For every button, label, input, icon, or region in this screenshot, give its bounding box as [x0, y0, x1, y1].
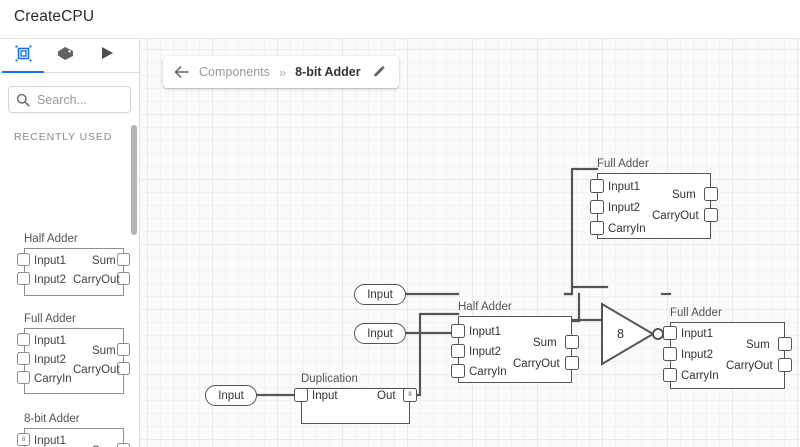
pin-label-carryin: CarryIn: [681, 370, 719, 382]
pin-carryout[interactable]: [704, 208, 718, 222]
title-bar: CreateCPU: [0, 0, 800, 38]
pin-sum[interactable]: 8: [117, 443, 130, 447]
not-gate-shape[interactable]: [599, 301, 671, 367]
play-icon: [101, 46, 114, 65]
breadcrumb-separator: »: [278, 64, 287, 80]
pin-label-input: Input: [312, 390, 338, 402]
pin-sum[interactable]: [117, 343, 130, 356]
pin-input1[interactable]: 8: [17, 433, 30, 446]
pin-label-input1: Input1: [34, 435, 66, 447]
pin-label-input2: Input2: [34, 354, 66, 366]
pin-input2[interactable]: [17, 352, 30, 365]
search-box[interactable]: [8, 86, 131, 113]
pin-sum[interactable]: [565, 335, 579, 349]
input-pin-2[interactable]: Input: [354, 323, 406, 344]
pin-label-out: Out: [377, 390, 396, 402]
component-body[interactable]: [301, 388, 410, 424]
sidebar: RECENTLY USED Half Adder Input1 Input2 S…: [0, 38, 140, 447]
pin-label-input1: Input1: [469, 326, 501, 338]
pin-input1[interactable]: [590, 179, 604, 193]
pin-input1[interactable]: [451, 324, 465, 338]
circuit-canvas[interactable]: Components » 8-bit Adder Full Adder Inpu…: [141, 38, 800, 447]
breadcrumb: Components » 8-bit Adder: [163, 56, 399, 88]
search-input[interactable]: [37, 87, 127, 112]
pin-carryin[interactable]: [663, 368, 677, 382]
pin-carryin[interactable]: [451, 364, 465, 378]
pin-sum[interactable]: [778, 337, 792, 351]
pin-label-carryout: CarryOut: [726, 360, 773, 372]
app-title: CreateCPU: [14, 8, 95, 25]
arrow-left-icon[interactable]: [174, 65, 190, 79]
tab-components[interactable]: [2, 39, 44, 72]
pin-input[interactable]: [294, 388, 308, 402]
component-title: Duplication: [301, 373, 358, 385]
component-body[interactable]: [670, 322, 785, 389]
sidebar-scrollbar-thumb[interactable]: [131, 125, 137, 235]
component-title: Full Adder: [597, 158, 649, 170]
pin-label-carryout: CarryOut: [652, 210, 699, 222]
pin-input2[interactable]: [590, 200, 604, 214]
tag-icon: [57, 45, 74, 67]
sidebar-item-body: [24, 248, 124, 296]
pin-input2[interactable]: [663, 347, 677, 361]
breadcrumb-current: 8-bit Adder: [295, 65, 361, 79]
pin-sum[interactable]: [704, 187, 718, 201]
chip-icon: [15, 45, 32, 67]
sidebar-tab-bar: [0, 39, 139, 73]
pin-carryin[interactable]: [590, 221, 604, 235]
pin-label-input2: Input2: [681, 349, 713, 361]
pin-carryin[interactable]: [17, 371, 30, 384]
pin-label-carryin: CarryIn: [34, 373, 72, 385]
input-pin-1[interactable]: Input: [354, 284, 406, 305]
pin-label-sum: Sum: [672, 189, 696, 201]
section-header-recently-used: RECENTLY USED: [14, 131, 113, 143]
pin-carryout[interactable]: [565, 356, 579, 370]
pin-label-sum: Sum: [746, 339, 770, 351]
pin-label-carryin: CarryIn: [608, 223, 646, 235]
sidebar-item-body: [24, 328, 124, 394]
pin-label-carryout: CarryOut: [513, 358, 560, 370]
pin-label-input2: Input2: [469, 346, 501, 358]
pin-label-sum: Sum: [92, 445, 116, 447]
pin-label-carryout: CarryOut: [73, 364, 120, 376]
pin-label-carryout: CarryOut: [73, 274, 120, 286]
pin-input1[interactable]: [17, 253, 30, 266]
pin-carryout[interactable]: [778, 358, 792, 372]
pin-label-sum: Sum: [92, 345, 116, 357]
sidebar-item-label: Full Adder: [24, 313, 76, 325]
pin-input2[interactable]: [17, 272, 30, 285]
pin-out[interactable]: 8: [403, 388, 417, 402]
pin-label-input2: Input2: [608, 202, 640, 214]
pin-input1[interactable]: [17, 333, 30, 346]
pin-label-sum: Sum: [533, 337, 557, 349]
breadcrumb-root-link[interactable]: Components: [199, 65, 270, 79]
tab-labels[interactable]: [44, 39, 86, 72]
pin-label-carryin: CarryIn: [469, 366, 507, 378]
pin-input1[interactable]: [663, 326, 677, 340]
not-gate-label: 8: [617, 327, 624, 341]
pin-label-input1: Input1: [34, 335, 66, 347]
sidebar-item-label: Half Adder: [24, 233, 78, 245]
search-icon: [16, 93, 30, 112]
pin-label-input1: Input1: [34, 255, 66, 267]
pin-label-input1: Input1: [608, 181, 640, 193]
pin-sum[interactable]: [117, 253, 130, 266]
component-body[interactable]: [458, 316, 572, 383]
sidebar-item-label: 8-bit Adder: [24, 413, 80, 425]
pencil-icon[interactable]: [372, 65, 386, 79]
pin-label-input1: Input1: [681, 328, 713, 340]
tab-run[interactable]: [86, 39, 128, 72]
pin-input2[interactable]: [451, 344, 465, 358]
pin-carryout[interactable]: [117, 362, 130, 375]
pin-label-sum: Sum: [92, 255, 116, 267]
pin-label-input2: Input2: [34, 274, 66, 286]
active-tab-indicator: [2, 71, 44, 73]
component-title: Half Adder: [458, 301, 512, 313]
component-title: Full Adder: [670, 307, 722, 319]
pin-carryout[interactable]: [117, 272, 130, 285]
input-pin-3[interactable]: Input: [205, 385, 257, 406]
